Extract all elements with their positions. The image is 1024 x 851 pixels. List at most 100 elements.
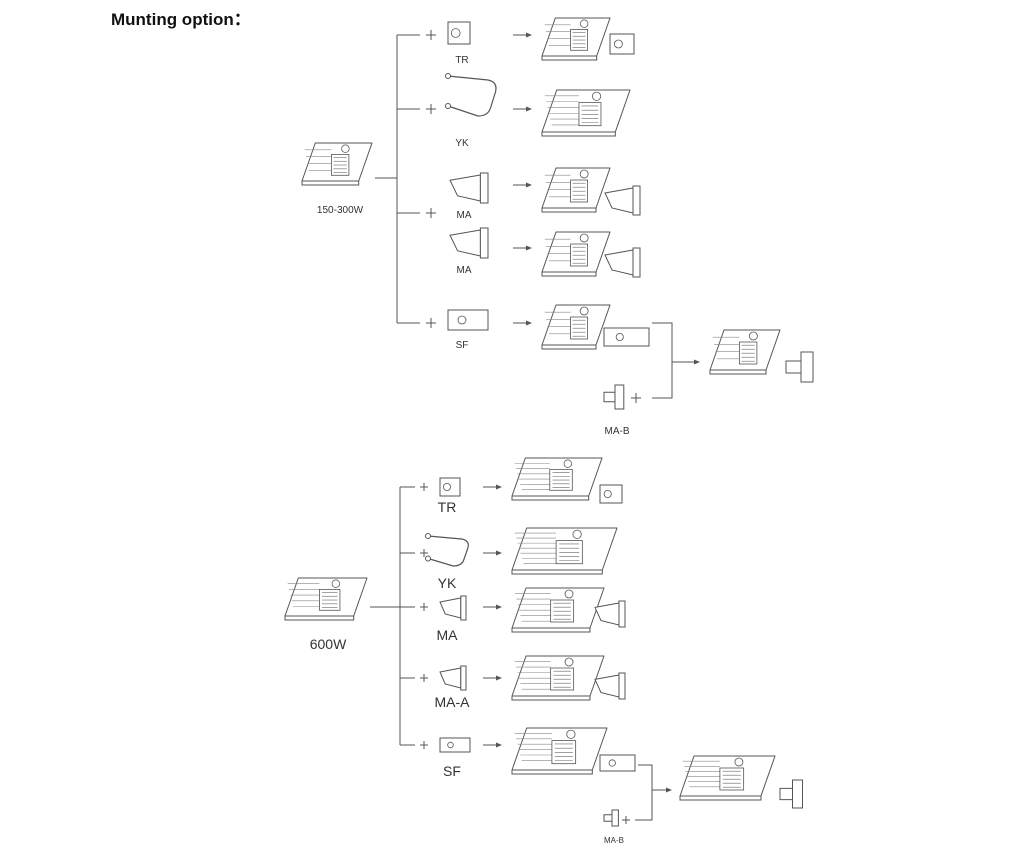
- ma-b-stem: [785, 360, 801, 374]
- source-label: 150-300W: [316, 205, 364, 216]
- sensor-socket: [749, 331, 758, 341]
- option-label: MA: [436, 627, 458, 643]
- arrow-head: [496, 550, 502, 556]
- arm-body: [604, 249, 634, 276]
- arm-mount: [439, 665, 467, 691]
- sensor-socket: [579, 19, 589, 28]
- extra-label: MA-B: [604, 426, 630, 437]
- arrow-head: [526, 106, 532, 112]
- yoke-hole: [425, 555, 431, 562]
- fixture-edge: [301, 181, 360, 186]
- arm-plate: [460, 595, 467, 621]
- arm-mount: [604, 185, 641, 216]
- arm-plate: [479, 172, 489, 204]
- arm-plate: [460, 665, 467, 691]
- result-fixture-tr: [511, 457, 603, 501]
- sensor-socket: [566, 729, 576, 739]
- sensor-socket: [579, 306, 589, 316]
- ma-b-bracket: [603, 384, 625, 410]
- sensor-socket: [579, 233, 589, 243]
- arm-plate: [618, 672, 626, 700]
- final-fixture-600w: [679, 755, 776, 801]
- bracket-bolt: [450, 28, 461, 38]
- option-label: MA: [456, 210, 472, 221]
- arm-mount: [594, 672, 626, 700]
- sensor-socket: [591, 91, 602, 101]
- source-fixture-150-300w: [301, 142, 373, 186]
- sf-bracket: [599, 754, 636, 772]
- arm-plate: [632, 185, 641, 216]
- bracket-line: [635, 764, 653, 821]
- result-fixture-sf: [541, 304, 611, 350]
- arm-body: [594, 674, 620, 698]
- arrow-head: [526, 245, 532, 251]
- bracket-bolt: [613, 39, 623, 49]
- arm-mount: [449, 172, 489, 204]
- bracket-body: [447, 309, 489, 331]
- fixture-edge: [679, 796, 762, 801]
- sensor-socket: [734, 757, 744, 767]
- arm-body: [439, 597, 462, 619]
- sensor-socket: [564, 589, 574, 599]
- sf-bracket: [603, 327, 650, 347]
- yoke-arm: [447, 75, 497, 117]
- arrow-head: [694, 359, 700, 365]
- result-fixture-yk: [511, 527, 618, 575]
- result-fixture-ma: [511, 587, 605, 633]
- result-fixture-ma: [541, 231, 611, 277]
- yoke-hole: [425, 533, 431, 539]
- arrow-head: [666, 787, 672, 793]
- arm-body: [594, 602, 620, 626]
- arrow-head: [496, 604, 502, 610]
- ma-b-stem: [779, 787, 793, 801]
- result-fixture-ma-a: [511, 655, 605, 701]
- arm-plate: [632, 247, 641, 278]
- option-label: TR: [437, 499, 457, 515]
- ma-b-bracket: [785, 351, 814, 383]
- arm-body: [439, 667, 462, 689]
- final-fixture-150-300w: [709, 329, 781, 375]
- tr-bracket: [609, 33, 635, 55]
- sensor-socket: [572, 529, 582, 539]
- extra-label: MA-B: [604, 836, 624, 845]
- fixture-edge: [284, 616, 355, 621]
- ma-b-stem: [603, 391, 615, 403]
- result-fixture-ma: [541, 167, 611, 213]
- fixture-edge: [511, 496, 590, 501]
- fixture-edge: [541, 272, 597, 277]
- arrow-head: [526, 32, 532, 38]
- option-label: SF: [455, 340, 469, 351]
- fixture-edge: [511, 770, 593, 775]
- sensor-socket: [331, 579, 341, 588]
- sf-bracket: [447, 309, 489, 331]
- bracket-line: [652, 322, 673, 399]
- option-label: MA-A: [434, 694, 470, 710]
- arm-plate: [479, 227, 489, 259]
- bracket-bolt: [457, 315, 467, 325]
- yoke-bracket: [425, 533, 469, 567]
- result-fixture-sf: [511, 727, 608, 775]
- arrow-head: [496, 675, 502, 681]
- option-label: TR: [455, 55, 469, 66]
- yoke-bracket: [445, 73, 497, 117]
- tr-bracket: [447, 21, 471, 45]
- arrow-head: [496, 742, 502, 748]
- fixture-edge: [511, 570, 603, 575]
- tr-bracket: [599, 484, 623, 504]
- yoke-arm: [427, 535, 469, 567]
- sensor-socket: [563, 459, 572, 468]
- bracket-bolt: [608, 759, 616, 767]
- option-label: SF: [443, 763, 461, 779]
- yoke-hole: [445, 103, 451, 109]
- sensor-socket: [564, 657, 574, 667]
- result-fixture-yk: [541, 89, 631, 137]
- arm-plate: [618, 600, 626, 628]
- arm-mount: [594, 600, 626, 628]
- ma-b-plate: [800, 351, 814, 383]
- bracket-body: [599, 754, 636, 772]
- sensor-socket: [341, 144, 350, 153]
- option-label: YK: [455, 138, 469, 149]
- sf-bracket: [439, 737, 471, 753]
- sensor-socket: [579, 169, 589, 179]
